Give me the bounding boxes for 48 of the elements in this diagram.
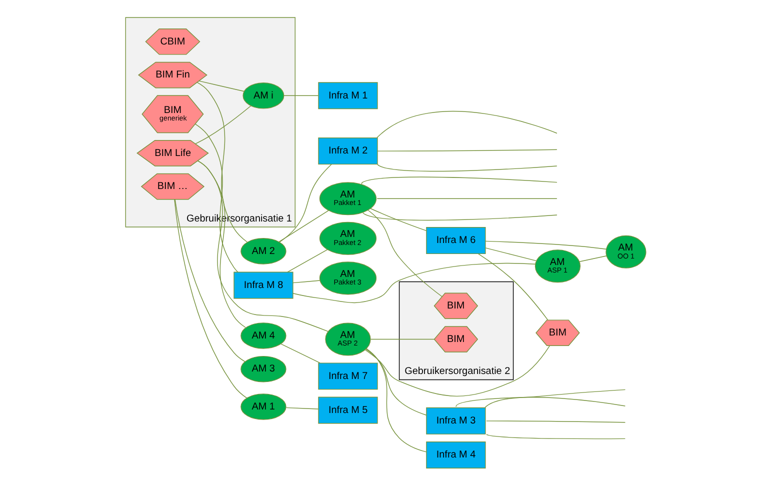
node-box: Infra M 5 bbox=[318, 396, 378, 424]
connector bbox=[280, 343, 320, 363]
connector bbox=[455, 388, 626, 407]
connector bbox=[376, 164, 557, 172]
connector bbox=[286, 248, 328, 272]
node-box: Infra M 3 bbox=[426, 406, 486, 434]
connector bbox=[578, 255, 606, 262]
node-box: Infra M 7 bbox=[318, 362, 378, 390]
node-ellipse: AM 4 bbox=[240, 322, 286, 348]
connector bbox=[198, 80, 244, 92]
connector bbox=[283, 94, 318, 96]
connector bbox=[484, 247, 536, 261]
connector bbox=[478, 252, 548, 320]
connector bbox=[278, 210, 328, 242]
connector bbox=[376, 148, 557, 151]
node-box: Infra M 1 bbox=[318, 82, 378, 109]
connector bbox=[484, 240, 606, 249]
connector bbox=[196, 160, 328, 332]
connector bbox=[360, 176, 557, 184]
node-ellipse: AM i bbox=[242, 82, 284, 108]
connector bbox=[362, 212, 557, 220]
connector bbox=[292, 280, 320, 283]
connector bbox=[292, 262, 535, 303]
node-box: Infra M 8 bbox=[233, 271, 293, 298]
connector bbox=[484, 396, 626, 408]
connector bbox=[370, 208, 426, 231]
node-box: Infra M 4 bbox=[426, 441, 486, 468]
node-ellipse: AM 1 bbox=[240, 393, 286, 420]
node-ellipse: AM 3 bbox=[240, 355, 286, 382]
connector bbox=[364, 344, 550, 396]
connector bbox=[174, 198, 247, 398]
connector bbox=[194, 104, 251, 144]
connector bbox=[174, 198, 245, 362]
connector bbox=[196, 82, 247, 242]
connector bbox=[196, 160, 246, 328]
connector bbox=[367, 209, 442, 296]
connector bbox=[376, 110, 557, 138]
connector bbox=[278, 163, 332, 242]
connector bbox=[370, 338, 434, 340]
connector bbox=[366, 348, 426, 452]
node-ellipse: AM 2 bbox=[240, 238, 286, 264]
node-box: Infra M 2 bbox=[318, 137, 378, 164]
connector bbox=[486, 420, 626, 422]
node-box: Infra M 6 bbox=[426, 226, 486, 254]
connector bbox=[486, 434, 626, 439]
connector bbox=[194, 123, 238, 272]
connector bbox=[365, 348, 426, 415]
connector bbox=[285, 406, 318, 409]
